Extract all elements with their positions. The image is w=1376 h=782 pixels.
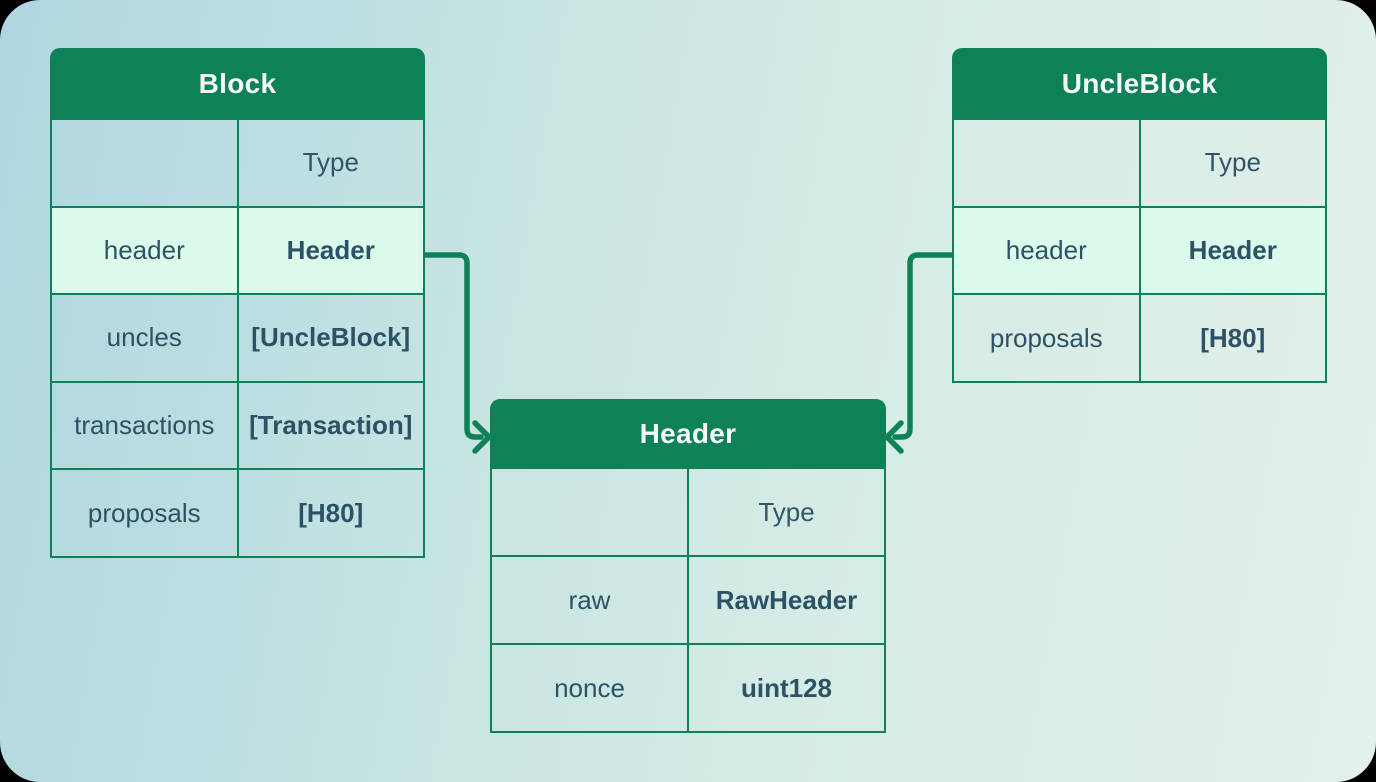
- connector-block-header: [422, 252, 484, 440]
- table-row-proposals: proposals [H80]: [954, 293, 1325, 382]
- field-type: uint128: [740, 672, 833, 703]
- field-type: Header: [1188, 235, 1277, 265]
- field-type: Header: [286, 234, 375, 265]
- field-name: uncles: [52, 295, 239, 381]
- field-name: header: [52, 207, 239, 294]
- field-type: [Transaction]: [249, 410, 413, 441]
- table-row-proposals: proposals [H80]: [52, 468, 423, 556]
- table-row-header: header Header: [52, 205, 423, 294]
- field-name: transactions: [52, 382, 239, 469]
- field-type: RawHeader: [715, 584, 858, 615]
- field-name: header: [954, 207, 1141, 294]
- type-column-header: Type: [1204, 147, 1261, 178]
- field-type: [UncleBlock]: [251, 322, 411, 353]
- table-block: Block Type header Header uncles [UncleBl…: [50, 48, 425, 558]
- table-header-body: Type raw RawHeader nonce uint128: [490, 469, 886, 733]
- type-column-header: Type: [758, 496, 815, 527]
- table-header-title: Header: [490, 399, 886, 469]
- field-type: [H80]: [1200, 322, 1266, 353]
- table-block-body: Type header Header uncles [UncleBlock] t…: [50, 120, 425, 558]
- arrowhead-left-icon: [884, 420, 904, 454]
- field-name: proposals: [52, 470, 239, 556]
- field-name: nonce: [492, 645, 689, 731]
- table-block-title: Block: [50, 48, 425, 120]
- connector-uncleblock-header: [892, 252, 955, 440]
- column-header-row: Type: [492, 469, 884, 555]
- table-row-transactions: transactions [Transaction]: [52, 380, 423, 469]
- column-header-row: Type: [954, 120, 1325, 206]
- table-header: Header Type raw RawHeader nonce uint128: [490, 399, 886, 733]
- table-uncleblock-title: UncleBlock: [952, 48, 1327, 120]
- arrowhead-right-icon: [472, 420, 492, 454]
- empty-cell: [954, 120, 1141, 206]
- field-name: raw: [492, 557, 689, 643]
- table-uncleblock-body: Type header Header proposals [H80]: [952, 120, 1327, 383]
- column-header-row: Type: [52, 120, 423, 206]
- empty-cell: [52, 120, 239, 206]
- table-row-uncles: uncles [UncleBlock]: [52, 293, 423, 381]
- table-row-header: header Header: [954, 205, 1325, 294]
- table-row-raw: raw RawHeader: [492, 555, 884, 643]
- empty-cell: [492, 469, 689, 555]
- table-uncleblock: UncleBlock Type header Header proposals …: [952, 48, 1327, 383]
- field-type: [H80]: [298, 497, 364, 528]
- type-column-header: Type: [302, 147, 359, 178]
- field-name: proposals: [954, 295, 1141, 382]
- table-row-nonce: nonce uint128: [492, 643, 884, 731]
